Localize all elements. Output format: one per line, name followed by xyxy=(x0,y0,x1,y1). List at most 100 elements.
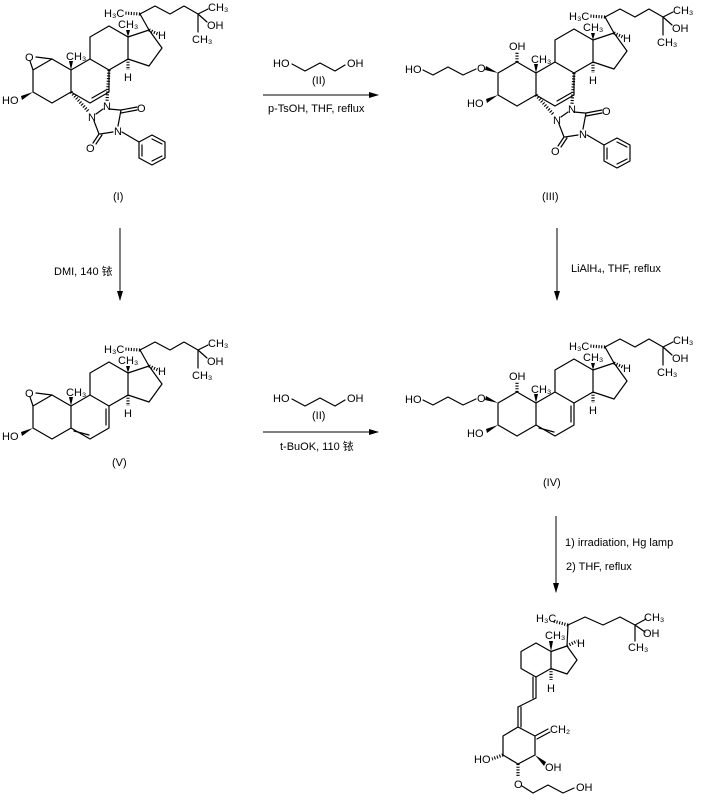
atom-label: O xyxy=(477,63,486,75)
reagent-II-label: (II) xyxy=(312,410,325,422)
atom-label: CH₃ xyxy=(583,352,603,364)
atom-label: CH₃ xyxy=(66,387,86,399)
diene-double-bonds xyxy=(73,408,107,436)
compound-label: (I) xyxy=(113,191,123,203)
atom-label: CH₃ xyxy=(66,51,86,63)
hydroxypropoxy-substituent xyxy=(421,380,519,407)
atom-label: H xyxy=(589,405,597,417)
atom-label: HO xyxy=(405,64,422,76)
atom-label: CH₃ xyxy=(192,34,212,46)
atom-label: O xyxy=(86,143,95,155)
compound-label: (III) xyxy=(542,191,559,203)
atom-label: CH₃ xyxy=(657,367,677,379)
atom-label: O xyxy=(551,146,560,158)
step-conditions: p-TsOH, THF, reflux xyxy=(268,103,365,115)
compound-IV: H₃C CH₃ H H CH₃ CH₃ OH CH₃ HO OH O HO xyxy=(405,335,693,440)
atom-label: OH xyxy=(576,782,593,794)
diene-double-bonds xyxy=(538,405,572,433)
reaction-step-2: DMI, 140 铱 xyxy=(54,228,123,301)
atom-label: OH xyxy=(672,23,689,35)
atom-label: H₃C xyxy=(104,8,124,20)
atom-label: CH₃ xyxy=(673,335,693,347)
atom-label: HO xyxy=(2,431,19,443)
compound-V: H₃C CH₃ H H CH₃ CH₃ OH CH₃ HO O xyxy=(2,338,228,443)
steroid-skeleton xyxy=(484,337,675,438)
final-product: H₃C CH₃ H H CH₃ OH CH₃ CH₂ OH HO O OH xyxy=(474,612,664,794)
atom-label: OH xyxy=(207,20,224,32)
atom-label: CH₃ xyxy=(192,370,212,382)
atom-label: O xyxy=(477,393,486,405)
compound-I: H₃C CH₃ H H CH₃ CH₃ OH CH₃ HO O N N N O … xyxy=(2,2,228,167)
reagent-II-label: (II) xyxy=(312,75,325,87)
atom-label: OH xyxy=(509,371,526,383)
atom-label: H₃C xyxy=(104,344,124,356)
hydroxypropoxy-substituent xyxy=(421,50,519,77)
steroid-skeleton xyxy=(484,7,675,108)
atom-label: CH₃ xyxy=(583,22,603,34)
atom-label: CH₂ xyxy=(550,724,570,736)
atom-label: N xyxy=(579,129,587,141)
atom-label: O xyxy=(137,103,146,115)
steroid-skeleton xyxy=(19,340,210,441)
reagent-II-right: OH xyxy=(347,393,364,405)
steroid-skeleton xyxy=(19,4,210,105)
step-conditions: 1) irradiation, Hg lamp xyxy=(565,537,673,549)
compound-III: H₃C CH₃ H H CH₃ CH₃ OH CH₃ HO OH O HO N … xyxy=(405,5,693,170)
compound-label: (V) xyxy=(112,457,127,469)
step-conditions: LiAlH₄, THF, reflux xyxy=(571,263,661,275)
atom-label: CH₃ xyxy=(657,37,677,49)
atom-label: CH₃ xyxy=(118,19,138,31)
step-conditions: t-BuOK, 110 铱 xyxy=(280,440,354,453)
atom-label: O xyxy=(25,52,34,64)
reaction-step-1: HO OH (II) p-TsOH, THF, reflux xyxy=(263,58,379,115)
atom-label: OH xyxy=(672,353,689,365)
atom-label: OH xyxy=(545,762,562,774)
atom-label: HO xyxy=(467,98,484,110)
reaction-step-3: LiAlH₄, THF, reflux xyxy=(554,228,661,301)
atom-label: HO xyxy=(474,754,491,766)
atom-label: CH₃ xyxy=(531,54,551,66)
reagent-II-right: OH xyxy=(347,58,364,70)
atom-label: CH₃ xyxy=(644,612,664,624)
step-conditions: DMI, 140 铱 xyxy=(54,265,113,278)
atom-label: CH₃ xyxy=(118,355,138,367)
atom-label: H xyxy=(124,408,132,420)
atom-label: CH₃ xyxy=(673,5,693,17)
reagent-II-left: HO xyxy=(273,58,290,70)
atom-label: HO xyxy=(405,394,422,406)
atom-label: CH₃ xyxy=(208,2,228,14)
atom-label: OH xyxy=(207,356,224,368)
atom-label: H xyxy=(124,72,132,84)
reaction-step-4: HO OH (II) t-BuOK, 110 铱 xyxy=(263,393,379,453)
atom-label: CH₃ xyxy=(208,338,228,350)
atom-label: OH xyxy=(509,41,526,53)
atom-label: H xyxy=(158,366,166,378)
atom-label: OH xyxy=(643,628,660,640)
atom-label: H xyxy=(547,683,555,695)
atom-label: N xyxy=(553,115,561,127)
reagent-II-left: HO xyxy=(273,393,290,405)
atom-label: H₃C xyxy=(536,613,556,625)
atom-label: N xyxy=(88,112,96,124)
atom-label: O xyxy=(25,388,34,400)
atom-label: HO xyxy=(2,95,19,107)
atom-label: CH₃ xyxy=(531,384,551,396)
atom-label: N xyxy=(568,104,576,116)
atom-label: H xyxy=(577,638,585,650)
atom-label: O xyxy=(602,106,611,118)
atom-label: H xyxy=(623,33,631,45)
compound-label: (IV) xyxy=(543,477,561,489)
atom-label: H₃C xyxy=(569,11,589,23)
atom-label: H xyxy=(623,363,631,375)
atom-label: N xyxy=(114,126,122,138)
atom-label: H₃C xyxy=(569,341,589,353)
atom-label: O xyxy=(514,779,523,791)
step-conditions: 2) THF, reflux xyxy=(566,561,632,573)
atom-label: CH₃ xyxy=(545,630,565,642)
atom-label: CH₃ xyxy=(628,642,648,654)
atom-label: H xyxy=(589,75,597,87)
reaction-step-5: 1) irradiation, Hg lamp 2) THF, reflux xyxy=(553,516,673,593)
atom-label: H xyxy=(158,30,166,42)
atom-label: N xyxy=(103,101,111,113)
